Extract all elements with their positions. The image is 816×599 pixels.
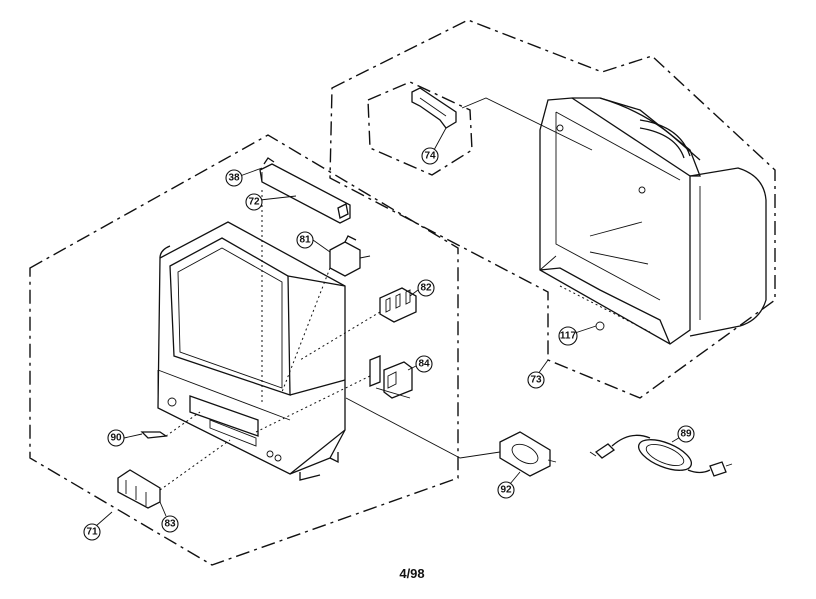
svg-text:73: 73: [530, 375, 542, 386]
leader-72: [259, 195, 297, 201]
svg-text:71: 71: [86, 527, 98, 538]
callout-38: 38: [225, 169, 243, 187]
leader-90: [123, 433, 143, 439]
leader-71: [95, 511, 113, 527]
guide-line-90: [165, 411, 201, 437]
callout-84: 84: [415, 355, 433, 373]
back-cabinet: [539, 97, 767, 345]
leader-38: [239, 167, 263, 177]
callout-81: 81: [296, 231, 314, 249]
callout-83: 83: [161, 515, 179, 533]
part-89-power-cord: [589, 434, 733, 477]
svg-text:83: 83: [164, 519, 176, 530]
svg-text:92: 92: [500, 485, 512, 496]
callout-89: 89: [677, 425, 695, 443]
callout-74: 74: [421, 147, 439, 165]
svg-text:82: 82: [420, 283, 432, 294]
svg-text:72: 72: [248, 197, 260, 208]
part-82-component: [379, 287, 417, 323]
leader-81: [312, 239, 331, 253]
callout-71: 71: [83, 523, 101, 541]
svg-text:89: 89: [680, 429, 692, 440]
leader-82: [409, 289, 419, 297]
svg-text:117: 117: [560, 331, 577, 342]
guide-line-81: [281, 267, 331, 393]
callout-117: 117: [558, 326, 578, 346]
svg-text:84: 84: [418, 359, 430, 370]
callout-72: 72: [245, 193, 263, 211]
part-92-speaker: [499, 431, 557, 477]
part-117-component: [595, 321, 605, 331]
leader-92-line: [345, 397, 501, 459]
svg-text:74: 74: [424, 151, 436, 162]
front-assembly-boundary: [29, 134, 459, 566]
page-number: 4/98: [399, 566, 424, 581]
callout-82: 82: [417, 279, 435, 297]
part-72-bracket: [259, 157, 351, 224]
leader-92: [509, 471, 521, 485]
guide-line-83: [159, 439, 231, 491]
svg-text:90: 90: [110, 433, 122, 444]
guide-line-82: [299, 311, 381, 361]
handle-subgroup-boundary: [367, 81, 473, 176]
part-90-component: [140, 431, 168, 439]
svg-text:81: 81: [299, 235, 311, 246]
leader-74-rear: [461, 97, 593, 151]
leader-83: [159, 501, 167, 517]
callout-73: 73: [527, 371, 545, 389]
part-83-component: [117, 469, 161, 509]
part-81-component: [329, 235, 371, 277]
leader-84: [407, 365, 417, 371]
callout-92: 92: [497, 481, 515, 499]
front-cabinet: [157, 221, 346, 481]
rear-assembly-boundary: [329, 19, 776, 399]
part-74-handle: [411, 87, 457, 129]
guide-line-84: [255, 375, 371, 433]
leader-74: [433, 127, 447, 151]
svg-text:38: 38: [228, 173, 240, 184]
part-84-component: [369, 355, 413, 399]
leader-73: [537, 359, 549, 375]
callout-90: 90: [107, 429, 125, 447]
